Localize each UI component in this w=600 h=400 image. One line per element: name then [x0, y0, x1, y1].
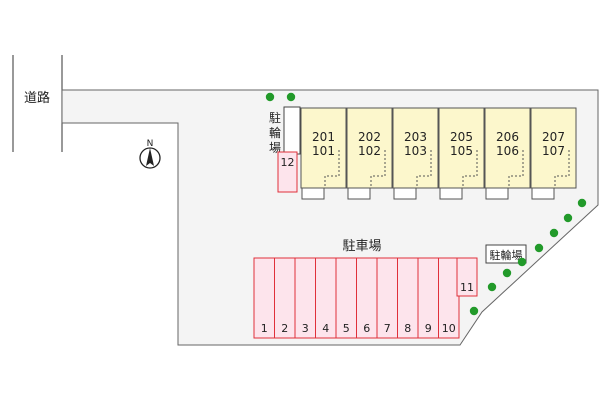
tree-icon [469, 306, 479, 316]
bike-parking-left-box [283, 106, 301, 155]
north-arrow-icon [146, 148, 154, 166]
parking-space-number: 8 [404, 322, 411, 335]
unit-upper-number: 206 [496, 130, 519, 144]
unit-upper-number: 201 [312, 130, 335, 144]
parking-space-11-box [456, 257, 478, 297]
entrance [485, 187, 509, 200]
entrance [301, 187, 325, 200]
tree-icon [502, 268, 512, 278]
bike-left-char: 駐 [269, 110, 281, 125]
parking-label: 駐車場 [342, 239, 381, 254]
compass-label: N [147, 139, 154, 149]
parking-space-number: 4 [322, 322, 329, 335]
parking-space-11-label: 11 [460, 281, 474, 294]
partition-line [554, 150, 570, 188]
tree-icon [549, 228, 559, 238]
parking-space-number: 2 [281, 322, 288, 335]
tree-icon [517, 257, 527, 267]
entrance [531, 187, 555, 200]
parking-space-4: 4 [315, 257, 337, 339]
road-label: 道路 [24, 90, 50, 106]
tree-icon [577, 198, 587, 208]
unit-upper-number: 205 [450, 130, 473, 144]
partition-line [462, 150, 478, 188]
tree-icon [534, 243, 544, 253]
parking-space-12-box [277, 151, 298, 193]
unit-lower-number: 103 [404, 144, 427, 158]
parking-space-number: 1 [261, 322, 268, 335]
bike-parking-right-box [485, 244, 527, 264]
parking-space-12: 12 [277, 151, 298, 193]
unit-upper-number: 207 [542, 130, 565, 144]
parking-space-5: 5 [335, 257, 357, 339]
parking-space-6: 6 [356, 257, 378, 339]
unit-lower-number: 107 [542, 144, 565, 158]
compass: N [139, 139, 161, 169]
trees [265, 92, 587, 316]
unit-upper-number: 202 [358, 130, 381, 144]
partition-line [508, 150, 524, 188]
partition-line [416, 150, 432, 188]
parking-space-9: 9 [417, 257, 439, 339]
bike-parking-left: 駐輪場 [269, 106, 301, 155]
bike-parking-left-label: 駐輪場 [269, 110, 281, 155]
parking-space-number: 6 [363, 322, 370, 335]
unit-lower-number: 105 [450, 144, 473, 158]
parking-space-8: 8 [397, 257, 419, 339]
bike-parking-right-label: 駐輪場 [490, 248, 523, 262]
entrance [347, 187, 371, 200]
parking-space-number: 3 [302, 322, 309, 335]
parking-space-number: 5 [343, 322, 350, 335]
entrance [439, 187, 463, 200]
partition-line [324, 150, 340, 188]
parking-space-11: 11 [456, 257, 478, 297]
parking-space-10: 10 [438, 257, 460, 339]
parking-space-7: 7 [376, 257, 398, 339]
unit-upper-number: 203 [404, 130, 427, 144]
parking-space-box [438, 257, 460, 339]
tree-icon [487, 282, 497, 292]
partition-line [370, 150, 386, 188]
unit-lower-number: 106 [496, 144, 519, 158]
parking-space-number: 7 [384, 322, 391, 335]
entrance [393, 187, 417, 200]
unit-lower-number: 101 [312, 144, 335, 158]
bike-left-char: 輪 [269, 125, 281, 140]
tree-icon [563, 213, 573, 223]
parking-space-1: 1 [253, 257, 275, 339]
unit-lower-number: 102 [358, 144, 381, 158]
parking-space-2: 2 [274, 257, 296, 339]
tree-icon [265, 92, 275, 102]
parking-space-12-label: 12 [281, 156, 295, 169]
parking-space-3: 3 [294, 257, 316, 339]
parking-space-number: 9 [425, 322, 432, 335]
parking-space-number: 10 [442, 322, 456, 335]
bike-parking-right: 駐輪場 [485, 244, 527, 264]
tree-icon [286, 92, 296, 102]
